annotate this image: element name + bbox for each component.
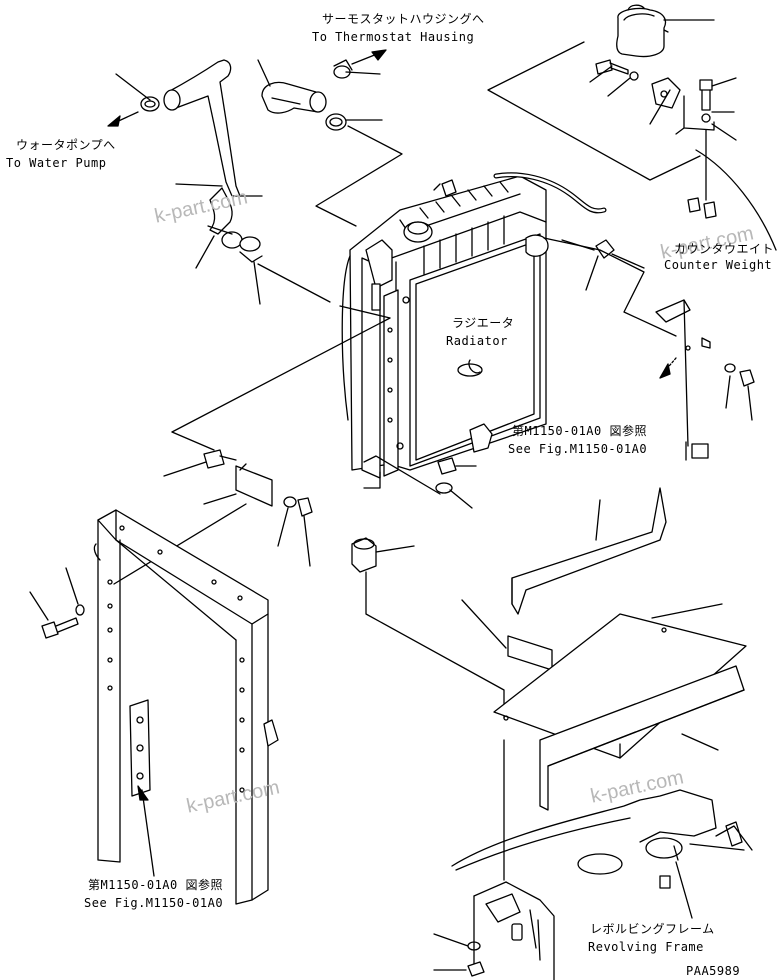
reference-line [113, 503, 247, 585]
leader-line [711, 77, 737, 87]
leader-line [253, 261, 261, 305]
counterweight-blocks [687, 197, 717, 219]
leader-line [175, 183, 223, 187]
see-fig-arrow-left [141, 789, 155, 877]
arrow-head [107, 115, 121, 127]
leader-line [595, 499, 601, 541]
rubber-block [507, 635, 553, 671]
leader-line [163, 461, 207, 477]
stay-left [93, 509, 279, 905]
drawing-code: PAA5989 [686, 964, 741, 978]
revolving-frame [451, 789, 743, 980]
leader-line [303, 515, 311, 567]
leader-line [433, 183, 441, 191]
leader-line [65, 567, 79, 605]
leader-line [461, 599, 507, 649]
stay-right [655, 299, 755, 461]
arrow-head [659, 363, 671, 379]
leader-line [649, 89, 671, 125]
leader-line [239, 463, 247, 471]
reference-line [363, 471, 381, 489]
leader-line [711, 123, 737, 141]
leader-line [681, 733, 719, 751]
reference-line [171, 317, 391, 433]
leader-line [747, 385, 753, 421]
counterweight-edge [695, 149, 777, 251]
reference-line [611, 253, 645, 269]
reservoir-tank [616, 4, 669, 58]
leader-line [715, 825, 753, 851]
counterweight-label-en: Counter Weight [664, 258, 773, 272]
reference-line [543, 237, 677, 337]
leader-line [277, 507, 289, 547]
reference-line [171, 431, 215, 451]
leader-line [257, 59, 271, 87]
bolt-left [41, 604, 85, 639]
radiator-label-en: Radiator [446, 334, 508, 348]
leader-line [607, 77, 631, 97]
reference-line [339, 305, 391, 319]
reservoir-bracket [595, 59, 715, 135]
leader-line [375, 545, 415, 553]
see-fig-right-jp: 第M1150-01A0 図参照 [512, 424, 647, 438]
mount-rubber [351, 537, 377, 573]
leader-line [589, 65, 613, 83]
thermostat-hose [261, 59, 353, 131]
cover-lower [511, 487, 667, 615]
lower-bushings [435, 457, 457, 494]
revolving-frame-label-jp: レボルビングフレーム [590, 922, 715, 936]
leader-line [195, 235, 215, 269]
radiator-label-jp: ラジエータ [452, 316, 515, 330]
water-pump-label-en: To Water Pump [6, 156, 107, 170]
arrow-head [137, 785, 149, 801]
leader-line [689, 843, 745, 851]
nut-bottom [467, 961, 485, 977]
leader-line [651, 603, 723, 619]
thermostat-label-en: To Thermostat Hausing [312, 30, 475, 44]
leader-line [673, 845, 679, 861]
revolving-frame-label-en: Revolving Frame [588, 940, 704, 954]
reference-line [363, 455, 441, 495]
upper-hose-clamps [140, 96, 263, 263]
leader-line [725, 375, 731, 409]
leader-line [449, 489, 473, 509]
reference-line [365, 571, 505, 719]
counterweight-label-jp: カウンタウエイト [674, 242, 775, 256]
see-fig-right-en: See Fig.M1150-01A0 [508, 442, 648, 456]
water-pump-label-jp: ウォータポンプへ [16, 138, 116, 152]
leader-line [115, 73, 151, 101]
reference-line [257, 263, 331, 303]
left-mount-parts [203, 449, 313, 517]
see-fig-left-en: See Fig.M1150-01A0 [84, 896, 224, 910]
leader-line [433, 933, 469, 947]
see-fig-left-jp: 第M1150-01A0 図参照 [88, 878, 223, 892]
upper-hose [163, 59, 243, 249]
reference-line [315, 125, 403, 227]
arrow-head [371, 49, 387, 61]
leader-line [203, 493, 237, 505]
leader-line [29, 591, 49, 621]
leader-line [585, 255, 599, 291]
leader-line [675, 861, 693, 919]
leader-line [345, 71, 381, 75]
thermostat-label-jp: サーモスタットハウジングへ [322, 12, 485, 26]
reference-line [487, 41, 701, 181]
